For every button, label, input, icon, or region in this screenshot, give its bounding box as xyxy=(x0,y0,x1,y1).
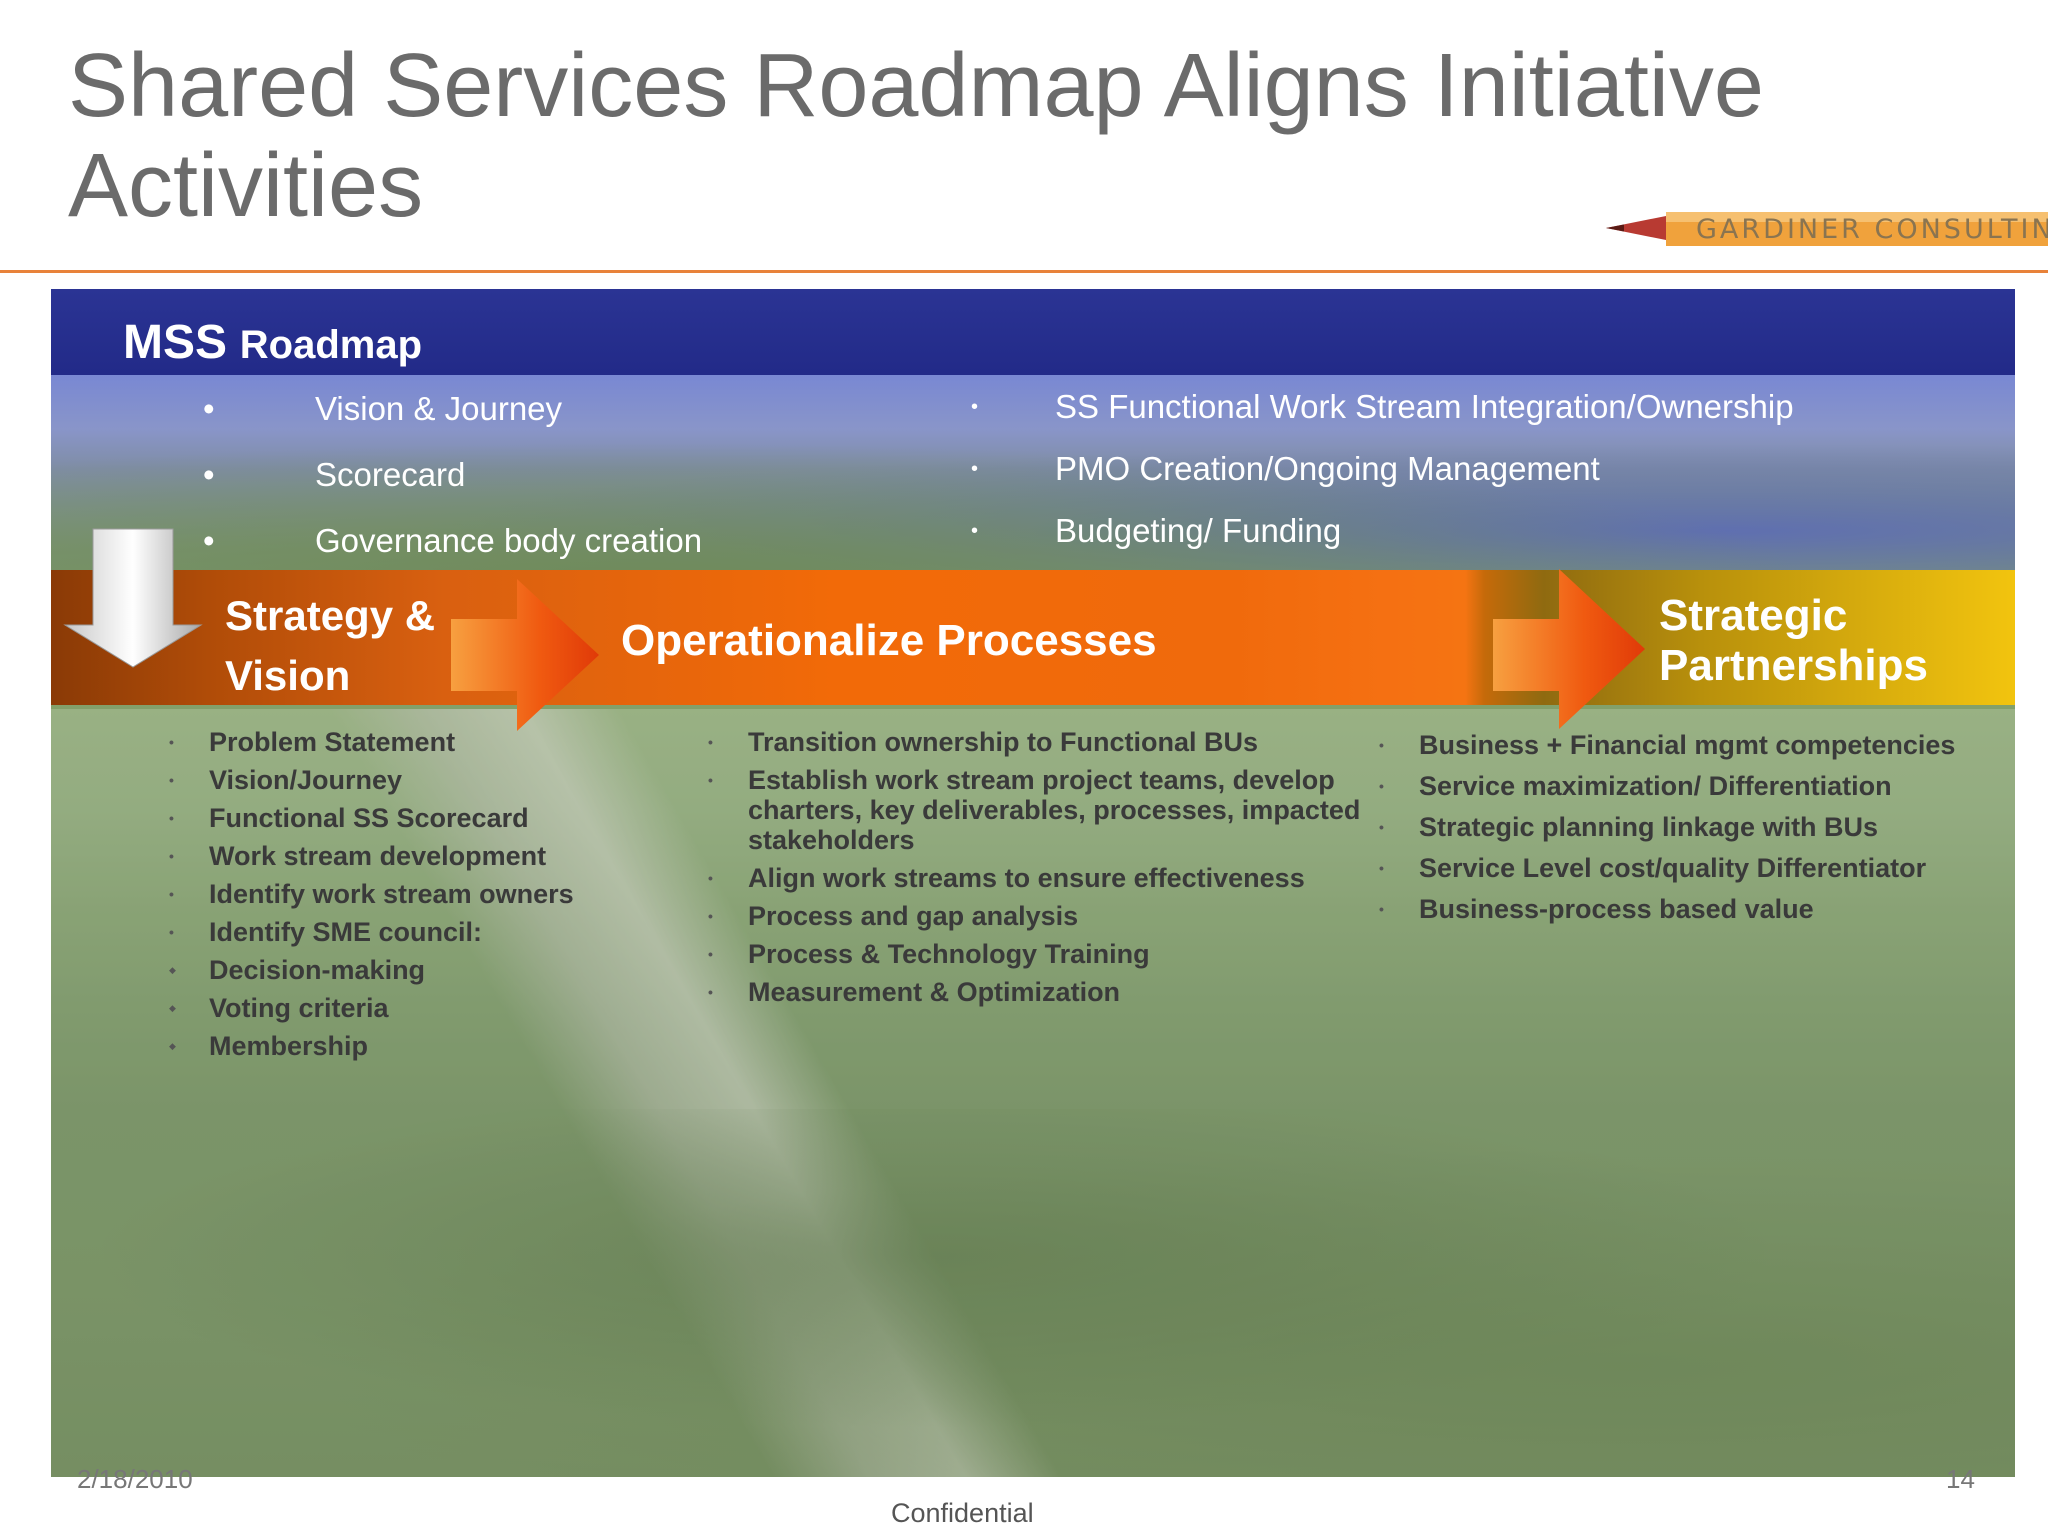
list-item: Transition ownership to Functional BUs xyxy=(708,727,1368,757)
pencil-icon xyxy=(1606,212,2048,246)
phase-arrows xyxy=(63,528,1645,731)
roadmap-title: MSS Roadmap xyxy=(123,314,422,373)
list-item: Align work streams to ensure effectivene… xyxy=(708,863,1368,893)
list-item: PMO Creation/Ongoing Management xyxy=(971,445,1794,507)
partnership-activities-list: Business + Financial mgmt competencies S… xyxy=(1379,730,2009,935)
list-item: Governance body creation xyxy=(203,515,702,581)
phase-label-line: Strategic xyxy=(1659,591,1848,640)
strategy-activities-list: Problem Statement Vision/Journey Functio… xyxy=(169,727,629,1069)
roadmap-title-word: Roadmap xyxy=(239,323,423,367)
list-item: Strategic planning linkage with BUs xyxy=(1379,812,2009,842)
phase-strategy-vision: Strategy & Vision xyxy=(225,586,485,706)
operationalize-activities-list: Transition ownership to Functional BUs E… xyxy=(708,727,1368,1015)
list-item: Budgeting/ Funding xyxy=(971,507,1794,569)
right-arrow-icon xyxy=(451,579,599,731)
list-item: Process and gap analysis xyxy=(708,901,1368,931)
list-item: Work stream development xyxy=(169,841,629,871)
list-item: Service Level cost/quality Differentiato… xyxy=(1379,853,2009,883)
list-item: Functional SS Scorecard xyxy=(169,803,629,833)
list-item: Vision/Journey xyxy=(169,765,629,795)
roadmap-panel: MSS Roadmap Vision & Journey Scorecard G… xyxy=(51,289,2015,1477)
background-trees xyxy=(51,1109,2015,1477)
right-arrow-icon xyxy=(1493,569,1645,729)
list-item: Vision & Journey xyxy=(203,383,702,449)
title-divider xyxy=(0,270,2048,273)
phase-operationalize-processes: Operationalize Processes xyxy=(621,616,1157,665)
phase-band xyxy=(51,570,2015,705)
phase-label-line: Strategy & xyxy=(225,592,436,639)
phase-label-line: Partnerships xyxy=(1659,641,1928,690)
list-item: Process & Technology Training xyxy=(708,939,1368,969)
list-item: Scorecard xyxy=(203,449,702,515)
phase-label-line: Vision xyxy=(225,652,351,699)
list-sub-item: Voting criteria xyxy=(169,993,629,1023)
list-sub-item: Decision-making xyxy=(169,955,629,985)
list-item: Business + Financial mgmt competencies xyxy=(1379,730,2009,760)
list-item: Problem Statement xyxy=(169,727,629,757)
list-item: Establish work stream project teams, dev… xyxy=(708,765,1368,855)
footer-page-number: 14 xyxy=(1946,1464,1975,1494)
list-item: Service maximization/ Differentiation xyxy=(1379,771,2009,801)
list-item: SS Functional Work Stream Integration/Ow… xyxy=(971,383,1794,445)
list-item: Measurement & Optimization xyxy=(708,977,1368,1007)
logo-text: GARDINER CONSULTING xyxy=(1696,214,2048,245)
footer-date: 2/18/2010 xyxy=(77,1464,193,1494)
roadmap-header-band: MSS Roadmap xyxy=(51,289,2015,375)
list-item: Business-process based value xyxy=(1379,894,2009,924)
top-left-list: Vision & Journey Scorecard Governance bo… xyxy=(203,383,702,581)
company-logo: GARDINER CONSULTING xyxy=(1606,206,2048,250)
phase-strategic-partnerships: Strategic Partnerships xyxy=(1659,591,1989,691)
footer-confidential: Confidential xyxy=(891,1498,1034,1528)
roadmap-title-abbrev: MSS xyxy=(123,316,228,369)
list-item: Identify work stream owners xyxy=(169,879,629,909)
list-item: Identify SME council: xyxy=(169,917,629,947)
slide-title: Shared Services Roadmap Aligns Initiativ… xyxy=(68,36,1764,236)
down-arrow-icon xyxy=(63,528,203,668)
list-sub-item: Membership xyxy=(169,1031,629,1061)
top-right-list: SS Functional Work Stream Integration/Ow… xyxy=(971,383,1794,569)
